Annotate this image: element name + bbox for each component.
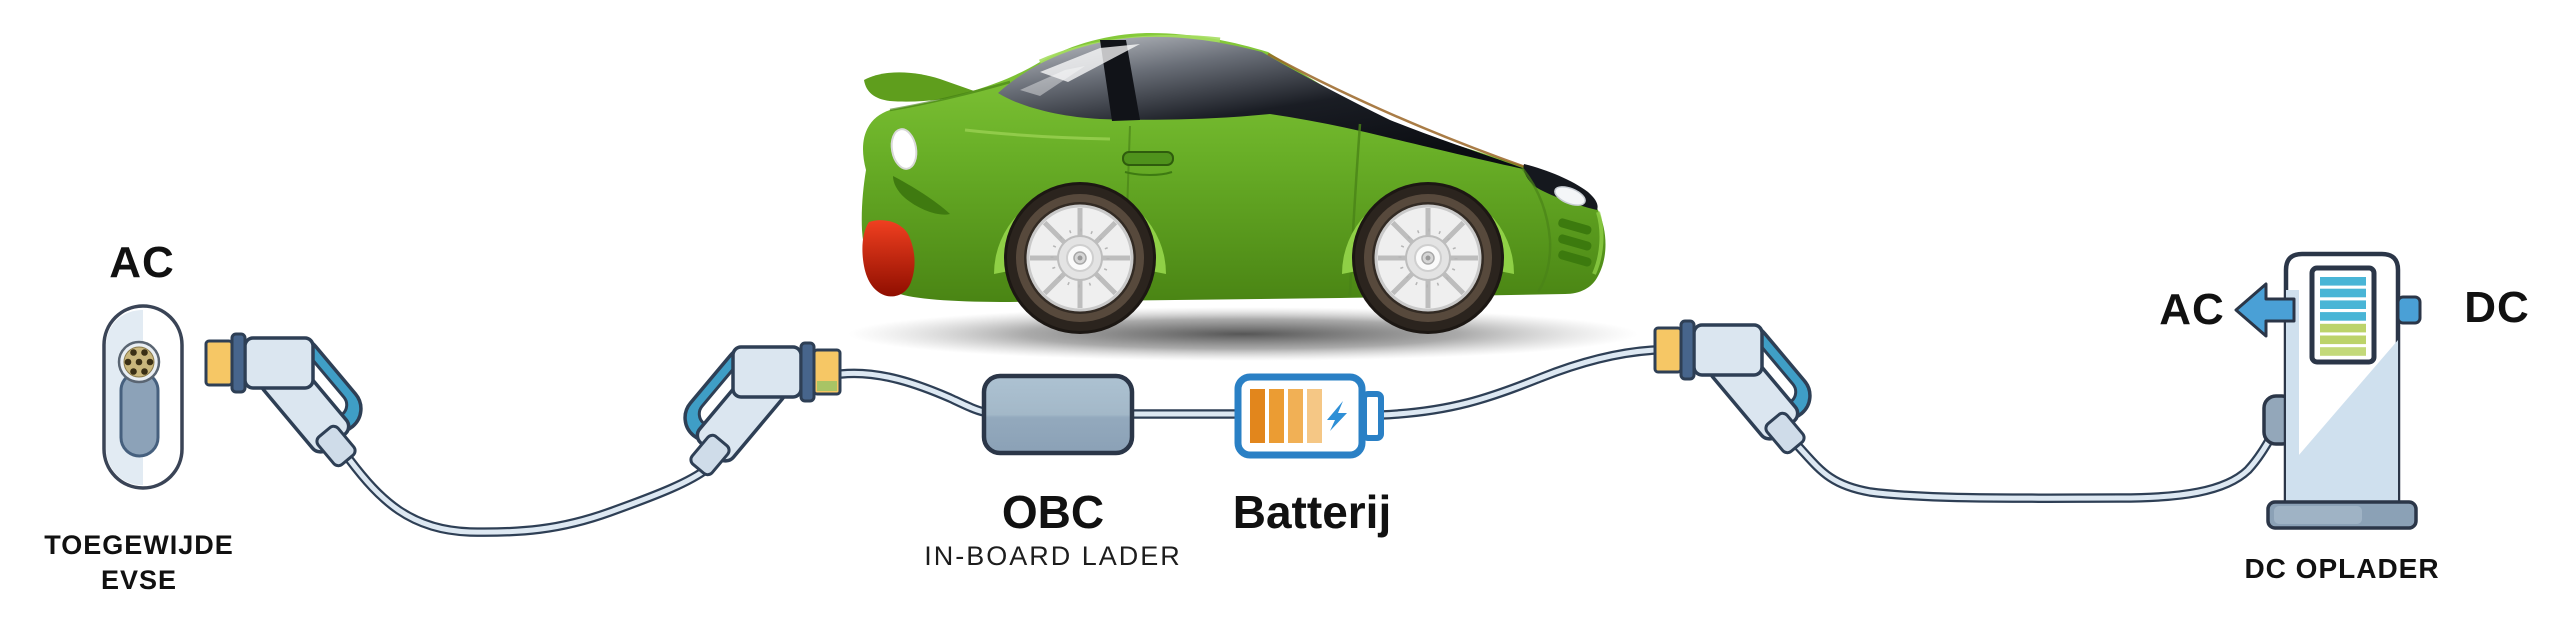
battery-group: Batterij <box>1233 373 1391 538</box>
ev-car <box>848 33 1638 361</box>
evse-group: AC TOEGEWIJDE EVSE <box>44 238 234 595</box>
charging-cables <box>344 345 2285 537</box>
plug-green-sliver <box>817 381 837 391</box>
cable-dc-inlet-to-station <box>1793 417 2285 503</box>
glass-reflection <box>1040 44 1140 82</box>
battery-bar <box>1269 389 1284 443</box>
dc-input-stub <box>2396 295 2422 325</box>
obc-group: OBC IN-BOARD LADER <box>924 373 1182 571</box>
car-bumper-vents <box>1558 218 1592 267</box>
battery-bar <box>1250 389 1265 443</box>
charging-plug-dc <box>1653 314 1822 457</box>
obc-subtitle: IN-BOARD LADER <box>924 541 1182 571</box>
car-shadow <box>848 307 1638 361</box>
ac-label-left: AC <box>109 238 175 287</box>
lightning-bolt-icon <box>1327 401 1347 431</box>
obc-title: OBC <box>1002 486 1104 538</box>
battery-icon <box>1234 373 1384 459</box>
battery-bar <box>1288 389 1303 443</box>
dc-station-label: DC OPLADER <box>2244 553 2439 584</box>
evse-slot <box>119 370 160 458</box>
evse-label-line2: EVSE <box>101 565 177 595</box>
dc-station-group: AC DC DC OPLADER <box>2159 251 2530 584</box>
cable-battery-to-dc-inlet <box>1376 345 1660 420</box>
car-wheel-rear <box>1004 182 1156 334</box>
evse-socket-icon <box>102 304 184 490</box>
obc-box-icon <box>981 373 1135 456</box>
car-b-pillar <box>1100 40 1140 121</box>
ac-label-right: AC <box>2159 285 2225 334</box>
charging-plug-left <box>204 327 373 470</box>
dc-label-right: DC <box>2464 283 2530 332</box>
car-rear-marker <box>890 128 918 170</box>
car-rear-crease <box>893 176 950 215</box>
car-wheel-front <box>1352 182 1504 334</box>
car-taillight <box>862 220 915 297</box>
evse-label-line1: TOEGEWIJDE <box>44 530 234 560</box>
battery-bar <box>1307 389 1322 443</box>
charging-plug-car-inlet <box>673 336 842 479</box>
car-door-handle <box>1122 151 1174 166</box>
battery-label: Batterij <box>1233 486 1391 538</box>
station-screen-bars <box>2320 277 2366 356</box>
ac-output-arrow-icon <box>2234 282 2296 338</box>
